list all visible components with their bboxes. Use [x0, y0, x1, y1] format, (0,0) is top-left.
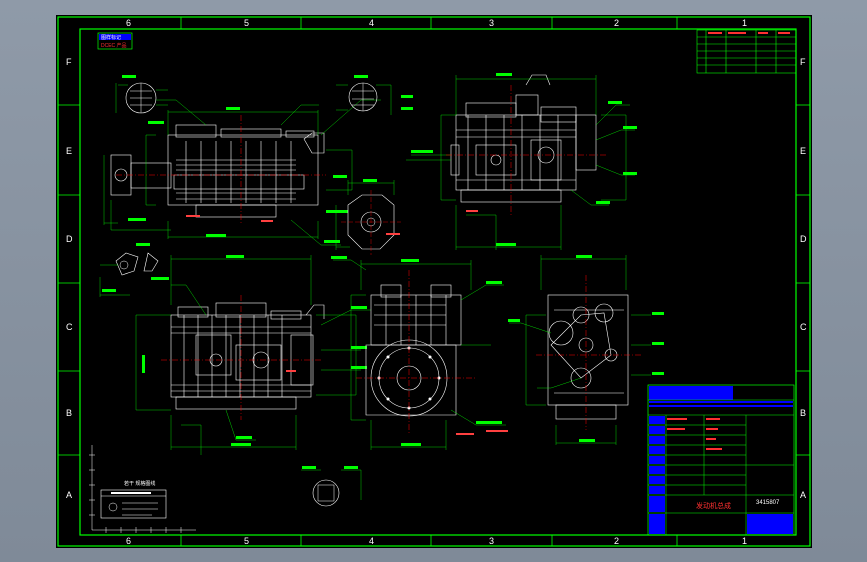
inner-frame [79, 28, 797, 536]
zone-right-A: A [800, 490, 806, 500]
scale-ruler [89, 445, 196, 533]
header-tag-line1: 图样标记 [101, 34, 121, 41]
zone-left-D: D [66, 234, 73, 244]
zone-left-E: E [66, 146, 72, 156]
header-tag: 图样标记 DCEC 产品 [97, 32, 133, 50]
zone-top-2: 5 [244, 18, 249, 28]
zone-top-3: 4 [369, 18, 374, 28]
zone-top-5: 2 [614, 18, 619, 28]
zone-top-1: 6 [126, 18, 131, 28]
revision-table-marks [708, 32, 790, 34]
zone-labels-top: 6 5 4 3 2 1 [126, 18, 747, 28]
zone-left-F: F [66, 57, 72, 67]
drawing-title: 发动机总成 [696, 501, 731, 510]
zone-left-C: C [66, 322, 73, 332]
zone-right-F: F [800, 57, 806, 67]
front-end-view[interactable] [508, 255, 664, 445]
zone-labels-right: F E D C B A [800, 57, 807, 500]
detail-bracket[interactable] [99, 243, 159, 297]
zone-right-D: D [800, 234, 807, 244]
rear-view[interactable] [331, 256, 506, 450]
drawing-canvas: 6 5 4 3 2 1 6 5 4 3 2 1 F E D C B A F E … [57, 16, 811, 547]
side-view[interactable] [135, 255, 371, 455]
zone-right-E: E [800, 146, 806, 156]
zone-bottom-3: 4 [369, 536, 374, 546]
zone-right-B: B [800, 408, 806, 418]
legend-box: 若干 规格图线 [100, 480, 167, 519]
zone-bottom-2: 5 [244, 536, 249, 546]
front-elevation-view[interactable] [103, 99, 381, 246]
detail-circle-a[interactable] [115, 75, 168, 124]
callout-marks [186, 210, 508, 435]
legend-title: 若干 规格图线 [124, 480, 155, 487]
outer-frame [57, 16, 811, 547]
header-tag-line2: DCEC 产品 [101, 42, 127, 49]
zone-bottom-4: 3 [489, 536, 494, 546]
zone-left-B: B [66, 408, 72, 418]
small-detail[interactable] [301, 466, 362, 507]
revision-table [696, 29, 797, 74]
title-block: 发动机总成 3415807 [647, 384, 795, 536]
zone-ticks [58, 17, 810, 546]
zone-bottom-6: 1 [742, 536, 747, 546]
cad-viewport[interactable]: 6 5 4 3 2 1 6 5 4 3 2 1 F E D C B A F E … [56, 15, 812, 548]
zone-left-A: A [66, 490, 72, 500]
zone-right-C: C [800, 322, 807, 332]
right-elevation-view[interactable] [406, 73, 637, 250]
detail-circle-b[interactable] [336, 75, 413, 115]
zone-labels-bottom: 6 5 4 3 2 1 [126, 536, 747, 546]
zone-bottom-5: 2 [614, 536, 619, 546]
zone-top-4: 3 [489, 18, 494, 28]
zone-top-6: 1 [742, 18, 747, 28]
zone-bottom-1: 6 [126, 536, 131, 546]
detail-flange[interactable] [324, 179, 401, 255]
drawing-code: 3415807 [756, 500, 780, 506]
zone-labels-left: F E D C B A [66, 57, 73, 500]
